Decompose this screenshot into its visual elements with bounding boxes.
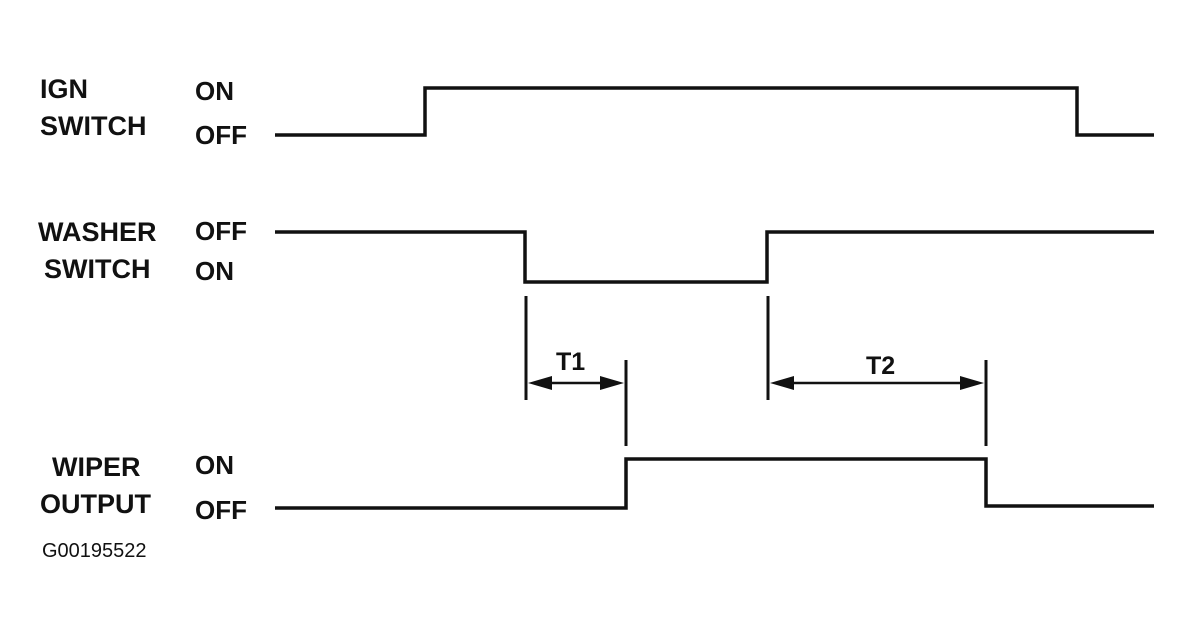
ign-switch-row: IGN SWITCH ON OFF [40, 74, 1154, 150]
wiper-state-on: ON [195, 450, 234, 480]
ign-state-off: OFF [195, 120, 247, 150]
wiper-output-row: WIPER OUTPUT ON OFF [40, 450, 1154, 525]
figure-code: G00195522 [42, 540, 147, 562]
washer-label-line1: WASHER [38, 217, 157, 247]
ign-switch-waveform [275, 86, 1154, 137]
ign-label-line2: SWITCH [40, 111, 146, 141]
ign-state-on: ON [195, 76, 234, 106]
t2-dimension-arrow [770, 376, 984, 390]
t2-label: T2 [866, 352, 895, 380]
washer-switch-row: WASHER SWITCH OFF ON [38, 216, 1154, 286]
washer-label-line2: SWITCH [44, 254, 150, 284]
ign-label-line1: IGN [40, 74, 88, 104]
wiper-output-waveform [275, 457, 1154, 510]
interval-markers: T1 T2 [524, 296, 988, 446]
washer-state-off: OFF [195, 216, 247, 246]
wiper-label-line2: OUTPUT [40, 489, 152, 519]
washer-switch-waveform [275, 230, 1154, 284]
wiper-label-line1: WIPER [52, 452, 141, 482]
wiper-state-off: OFF [195, 495, 247, 525]
washer-state-on: ON [195, 256, 234, 286]
t1-label: T1 [556, 348, 585, 376]
t1-dimension-arrow [528, 376, 624, 390]
